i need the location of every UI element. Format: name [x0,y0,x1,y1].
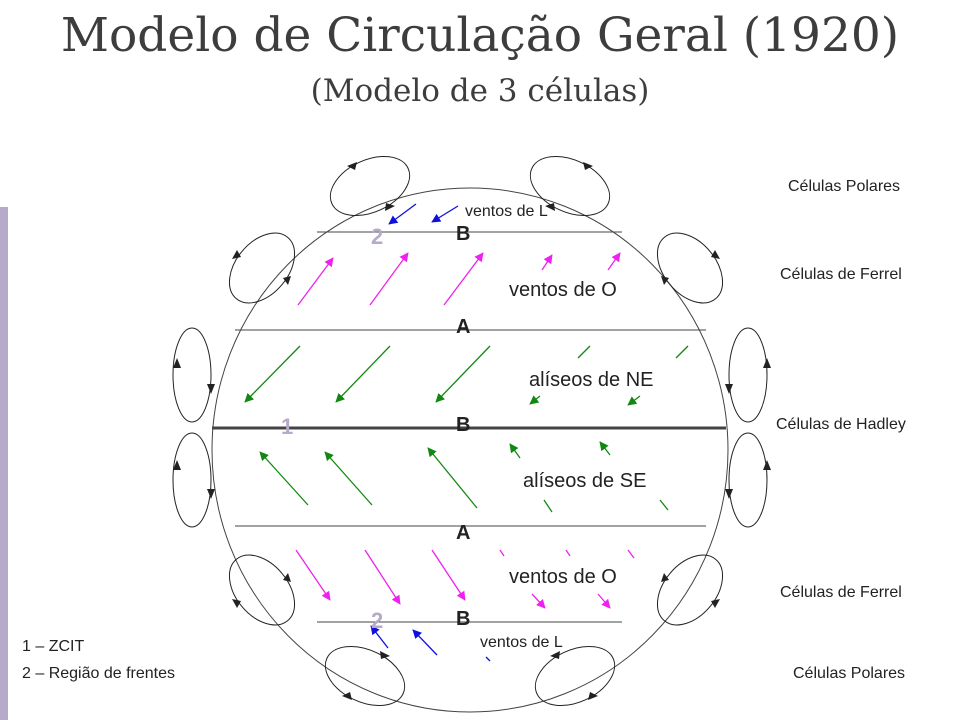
wind-arrows-polar-easterlies-bottom [370,625,491,662]
cell-oval-polar-bottom-right [534,645,616,707]
front-marker-bottom: 2 [371,608,384,633]
legend-fronts: 2 – Região de frentes [22,665,175,682]
cell-oval-ferrel-bottom-left [228,554,296,626]
wind-arrows-se-trades [259,441,669,513]
cell-oval-polar-top-left [329,155,411,217]
label-westerlies-bottom: ventos de O [509,566,617,588]
page-title: Modelo de Circulação Geral (1920) [60,8,900,63]
label-easterlies-top: ventos de L [465,203,548,220]
label-cells-ferrel-bottom: Células de Ferrel [780,584,902,601]
wind-arrows-westerlies-top [297,252,621,306]
cell-oval-hadley-north-right [725,327,771,423]
page-subtitle: (Modelo de 3 células) [310,73,650,109]
pressure-low-equator: B [456,414,471,436]
label-cells-ferrel-top: Células de Ferrel [780,266,902,283]
legend-itcz: 1 – ZCIT [22,638,85,655]
wind-arrows-westerlies-bottom [295,549,635,609]
label-easterlies-bottom: ventos de L [480,634,563,651]
earth-globe [211,187,729,713]
cell-oval-ferrel-top-right [656,232,724,304]
wind-arrows-ne-trades [244,345,689,406]
front-marker-top: 2 [371,224,384,249]
cell-oval-polar-top-right [529,155,611,217]
cell-oval-hadley-south-left [172,432,215,528]
pressure-low-top: B [456,223,471,245]
cell-oval-hadley-south-right [725,432,771,528]
cell-oval-ferrel-bottom-right [656,554,724,626]
label-cells-hadley: Células de Hadley [776,416,906,433]
itcz-marker: 1 [281,414,294,439]
cell-oval-polar-bottom-left [324,645,406,707]
pressure-low-bottom: B [456,608,471,630]
pressure-high-top: A [456,316,471,338]
label-cells-polar-top: Células Polares [788,178,901,195]
cell-oval-hadley-north-left [172,327,215,423]
cell-oval-ferrel-top-left [228,232,296,304]
pressure-high-bottom: A [456,522,471,544]
label-ne-trades: alíseos de NE [529,369,654,391]
label-se-trades: alíseos de SE [523,470,647,492]
label-cells-polar-bottom: Células Polares [793,665,906,682]
label-westerlies-top: ventos de O [509,279,617,301]
left-accent-bar [0,207,8,720]
wind-arrows-polar-easterlies-top [388,203,459,225]
